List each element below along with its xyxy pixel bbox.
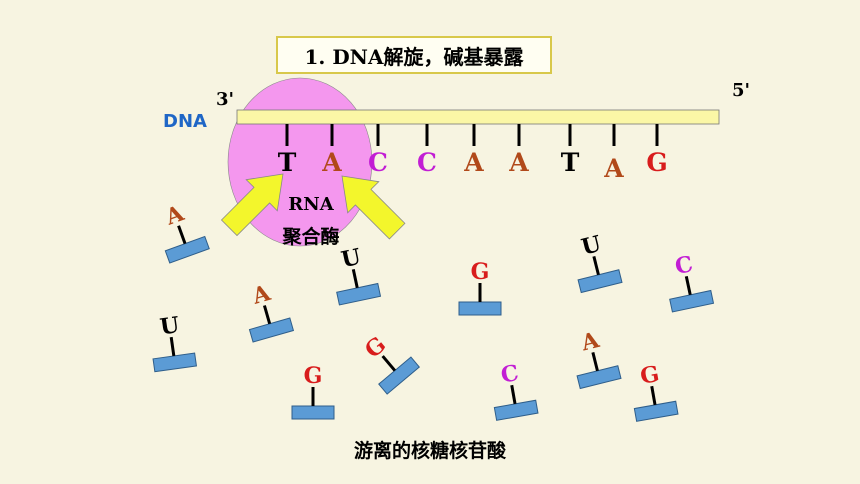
enzyme-label-line2: 聚合酶 [281,225,339,248]
free-nucleotide-c: C [669,251,715,313]
free-nucleotide-u: U [577,231,623,294]
nucleotide-sugar-phosphate-bar [576,365,622,390]
free-nucleotide-u: U [336,244,382,306]
nucleotide-base-u: U [158,312,181,340]
nucleotide-stub [591,352,599,372]
nucleotide-sugar-phosphate-bar [152,352,198,373]
right-yellow-arrow-icon [341,175,406,240]
dna-label: DNA [163,111,207,132]
nucleotide-base-g: G [471,259,490,285]
left-yellow-arrow-icon [220,173,284,237]
template-base-c: C [368,148,388,177]
caption-free-ribonucleotides: 游离的核糖核苷酸 [353,440,506,462]
nucleotide-sugar-phosphate-bar [336,282,382,306]
nucleotide-base-c: C [499,360,521,389]
free-nucleotide-g: G [291,363,335,420]
nucleotide-sugar-phosphate-bar [669,289,715,313]
slide-title: 1. DNA解旋，碱基暴露 [276,36,552,74]
nucleotide-sugar-phosphate-bar [458,301,502,316]
template-base-g: G [646,148,667,177]
nucleotide-stub [684,275,692,296]
template-base-a: A [463,148,484,177]
template-base-a: A [508,148,529,177]
template-base-t: T [278,148,297,177]
free-nucleotide-u: U [152,312,198,373]
free-nucleotide-a: A [161,200,210,264]
free-nucleotide-g: G [360,332,421,395]
nucleotide-stub [510,384,517,405]
template-base-a: A [603,154,624,183]
strand-5-prime-label: 5' [732,80,750,101]
nucleotide-base-u: U [579,231,604,261]
nucleotide-stub [262,305,272,325]
free-nucleotide-a: A [576,327,622,390]
nucleotide-stub [169,336,176,357]
nucleotide-base-a: A [161,200,188,231]
free-nucleotides: A U A G U C U G G C A G [152,200,715,422]
nucleotide-base-c: C [673,251,696,280]
template-base-t: T [561,148,580,177]
nucleotide-base-g: G [304,363,323,389]
template-base-a: A [321,148,342,177]
nucleotide-base-a: A [578,327,603,357]
nucleotide-sugar-phosphate-bar [577,269,623,294]
nucleotide-sugar-phosphate-bar [291,405,335,420]
free-nucleotide-g: G [633,361,679,422]
strand-3-prime-label: 3' [216,89,234,110]
nucleotide-stub [650,385,657,406]
nucleotide-stub [351,268,359,289]
nucleotide-base-a: A [249,280,274,310]
nucleotide-stub [592,256,600,276]
free-nucleotide-a: A [248,280,295,343]
nucleotide-sugar-phosphate-bar [378,356,421,395]
free-nucleotide-g: G [458,259,502,316]
nucleotide-base-g: G [638,361,661,390]
dna-template-strand [236,109,720,125]
nucleotide-stub [381,355,397,372]
nucleotide-stub [177,225,187,245]
template-base-c: C [417,148,437,177]
free-nucleotide-c: C [493,360,539,421]
enzyme-label-line1: RNA [288,194,334,215]
nucleotide-base-u: U [339,244,363,273]
nucleotide-sugar-phosphate-bar [248,317,295,343]
nucleotide-sugar-phosphate-bar [164,235,210,264]
